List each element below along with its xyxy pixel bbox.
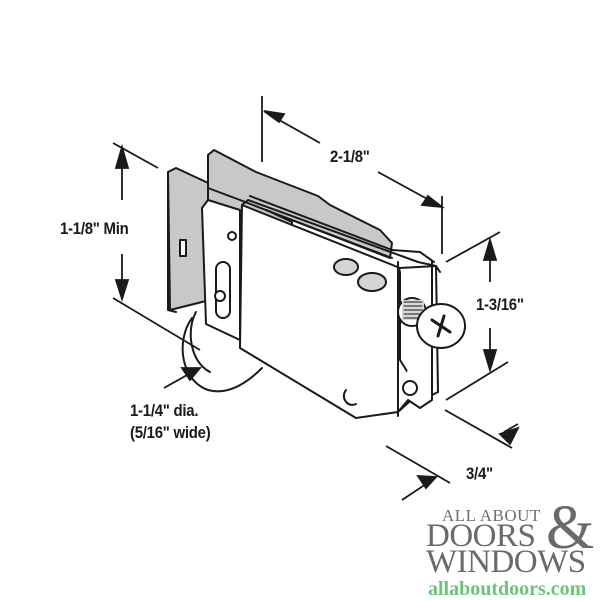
dimension-min-height-label: 1-1/8" Min bbox=[60, 219, 129, 238]
logo-line-windows: WINDOWS bbox=[426, 544, 586, 580]
logo-ampersand: & bbox=[546, 494, 595, 562]
adjust-hole bbox=[402, 380, 418, 396]
arrow-head-icon bbox=[114, 143, 130, 169]
dimension-lines bbox=[112, 96, 520, 501]
logo-line-all-about: ALL ABOUT bbox=[442, 506, 541, 525]
threaded-stud bbox=[333, 258, 387, 292]
arrow-head-icon bbox=[114, 279, 130, 302]
arrow-head-icon bbox=[416, 475, 438, 490]
arrow-head-icon bbox=[420, 194, 445, 209]
front-bracket bbox=[201, 199, 241, 341]
dimension-wheel-width-label: (5/16" wide) bbox=[130, 423, 211, 442]
brand-logo: ALL ABOUT & DOORS WINDOWS allaboutdoors.… bbox=[424, 497, 600, 600]
dimension-width-label: 3/4" bbox=[466, 464, 493, 483]
arrow-head-icon bbox=[498, 426, 520, 446]
arrow-head-icon bbox=[263, 110, 286, 124]
adjustment-screw bbox=[397, 297, 466, 349]
dimension-height-label: 1-3/16" bbox=[476, 295, 524, 314]
dimension-wheel-dia-label: 1-1/4" dia. bbox=[130, 401, 199, 420]
arrow-head-icon bbox=[482, 236, 498, 261]
notch bbox=[342, 389, 357, 406]
arrow-head-icon bbox=[482, 349, 498, 374]
logo-url: allaboutdoors.com bbox=[428, 578, 587, 600]
arrow-head-icon bbox=[180, 367, 202, 382]
dimension-length-label: 2-1/8" bbox=[330, 147, 370, 166]
logo-line-doors: DOORS bbox=[426, 518, 536, 554]
